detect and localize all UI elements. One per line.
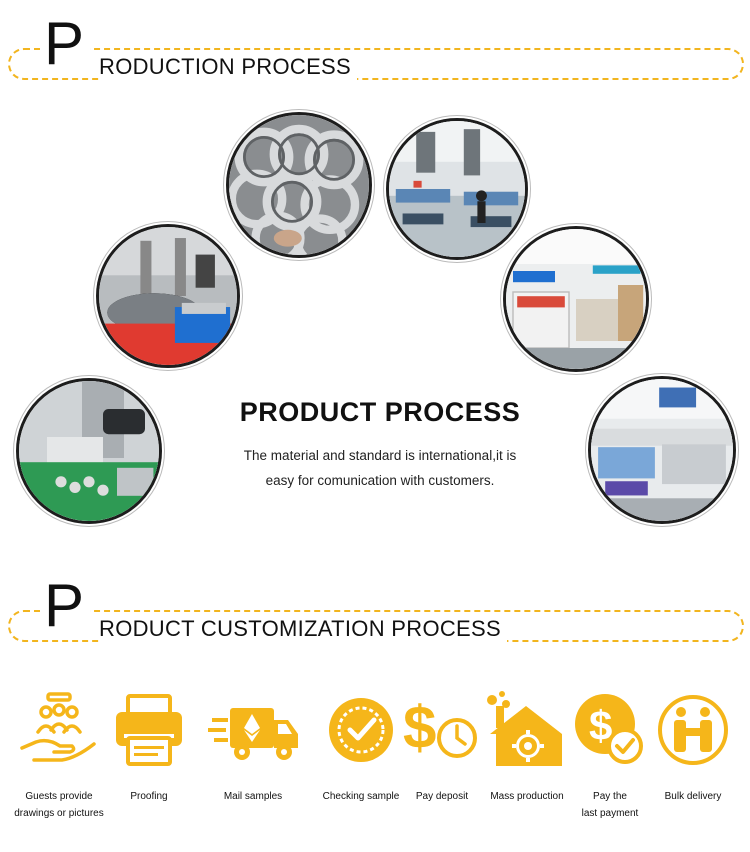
photo-cnc-machine xyxy=(16,378,162,524)
step-label: Proofing xyxy=(130,791,168,802)
photo-production-line xyxy=(588,376,736,524)
hand-people-icon xyxy=(14,690,104,770)
product-process-title: PRODUCT PROCESS xyxy=(239,397,521,427)
header-big-letter: P xyxy=(40,14,91,74)
customization-process-header: P RODUCT CUSTOMIZATION PROCESS xyxy=(0,570,750,650)
header-big-letter: P xyxy=(40,576,91,636)
header-title: RODUCTION PROCESS xyxy=(99,54,358,80)
delivery-truck-icon xyxy=(208,690,298,770)
photo-factory-floor xyxy=(386,118,528,260)
production-process-header: P RODUCTION PROCESS xyxy=(0,8,750,88)
printer-icon xyxy=(104,690,194,770)
photo-assembly-machine xyxy=(96,224,240,368)
header-title: RODUCT CUSTOMIZATION PROCESS xyxy=(99,616,507,642)
step-label: Mail samples xyxy=(223,791,283,802)
step-label: Bulk delivery xyxy=(664,791,722,802)
dollar-clock-icon: $ xyxy=(397,690,487,770)
svg-text:$: $ xyxy=(589,702,612,749)
factory-gear-icon xyxy=(482,690,572,770)
step-label: Mass production xyxy=(490,791,564,802)
handshake-icon xyxy=(648,690,738,770)
photo-steel-rings xyxy=(226,112,372,258)
svg-text:$: $ xyxy=(403,694,436,761)
step-label: Checking sample xyxy=(322,791,400,802)
header-dashed-pill xyxy=(8,48,744,80)
product-process-desc-line1: The material and standard is internation… xyxy=(243,448,517,463)
quality-badge-icon xyxy=(316,690,406,770)
step-label: Pay deposit xyxy=(415,791,469,802)
photo-workshop-desk xyxy=(503,226,649,372)
product-process-desc-line2: easy for comunication with customers. xyxy=(265,473,495,488)
dollar-check-icon: $ xyxy=(565,690,655,770)
